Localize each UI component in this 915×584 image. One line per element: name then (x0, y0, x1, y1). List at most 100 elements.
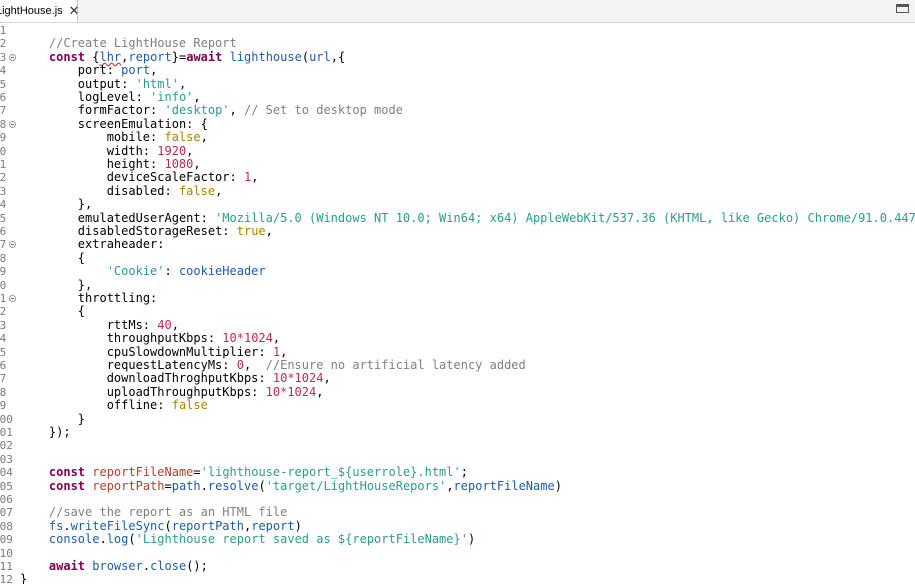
code-token: , (229, 103, 244, 118)
code-token: 'Lighthouse report saved as ${reportFile… (135, 532, 468, 547)
code-token: rttMs: (106, 317, 158, 332)
code-token: 40 (157, 317, 172, 332)
line-number: 72 (0, 37, 7, 51)
code-token: mobile: (106, 130, 165, 145)
code-token: const (48, 478, 93, 493)
code-token: report (128, 49, 172, 64)
fold-toggle-icon[interactable] (9, 295, 16, 302)
code-editor[interactable]: 7172//Create LightHouse Report73const {l… (0, 23, 915, 584)
code-token: , (186, 143, 194, 158)
code-text: requestLatencyMs: 0, //Ensure no artific… (106, 358, 526, 372)
line-number: 104 (0, 466, 13, 480)
minimize-icon[interactable] (896, 4, 909, 13)
code-token: 1080 (164, 157, 194, 171)
code-text: rttMs: 40, (106, 317, 179, 332)
line-number: 98 (0, 385, 7, 399)
code-token: } (20, 572, 28, 584)
code-token: 1 (243, 170, 252, 185)
code-token: 'target/LightHouseRepors' (265, 478, 447, 493)
code-token: 'desktop' (164, 103, 230, 118)
code-text: width: 1920, (106, 143, 194, 158)
line-number: 90 (0, 278, 7, 292)
code-text: mobile: false, (106, 130, 208, 145)
line-number: 103 (0, 452, 13, 466)
code-text: disabled: false, (106, 183, 223, 198)
code-text: uploadThroughputKbps: 10*1024, (107, 384, 324, 399)
code-token: , (265, 224, 273, 238)
code-token: , (251, 170, 259, 185)
code-token: }, (77, 197, 93, 212)
code-token: , (323, 371, 331, 386)
code-token: 10 (222, 331, 237, 346)
code-text: emulatedUserAgent: 'Mozilla/5.0 (Windows… (78, 210, 915, 225)
fold-toggle-icon[interactable] (9, 241, 16, 249)
code-text: offline: false (106, 398, 208, 413)
code-token: reportPath (171, 518, 244, 533)
line-number: 74 (0, 64, 7, 78)
code-text: //save the report as an HTML file (49, 506, 287, 519)
code-text: fs.writeFileSync(reportPath,report) (49, 518, 302, 533)
code-token: formFactor: (77, 103, 165, 118)
code-token: , (171, 317, 179, 332)
code-token: close (150, 559, 187, 573)
close-icon[interactable]: ✕ (68, 3, 80, 18)
code-token: width: (106, 143, 158, 158)
code-token: * (287, 371, 295, 386)
fold-toggle-icon[interactable] (9, 53, 16, 61)
code-token: { (77, 250, 86, 265)
line-number: 102 (0, 439, 13, 453)
code-token: url (309, 49, 331, 64)
code-token: disabledStorageReset: (77, 224, 237, 238)
code-text: await browser.close(); (49, 559, 208, 573)
code-token: throttling: (77, 291, 158, 305)
code-text: disabledStorageReset: true, (77, 224, 273, 238)
line-number: 101 (0, 426, 13, 439)
code-token: false (164, 130, 201, 145)
line-number: 106 (0, 493, 13, 506)
code-text: height: 1080, (107, 157, 201, 171)
code-token: reportFileName (92, 465, 194, 480)
code-token: }); (48, 425, 71, 439)
code-token: }, (77, 277, 93, 292)
line-number: 107 (0, 506, 13, 520)
code-text: extraheader: (78, 238, 165, 251)
code-token: , (193, 157, 201, 171)
code-token: . (99, 532, 107, 547)
line-number: 92 (0, 305, 7, 319)
code-token: console (48, 532, 100, 547)
line-number: 112 (0, 573, 13, 584)
code-token: 'Cookie' (106, 264, 165, 279)
code-token: = (193, 465, 201, 480)
code-token: 1024 (294, 371, 324, 386)
code-text: throughputKbps: 10*1024, (106, 331, 280, 346)
code-token: writeFileSync (70, 518, 165, 533)
code-token: disabled: (106, 183, 179, 198)
tab-title: LightHouse.js (0, 4, 63, 17)
code-token: ( (128, 532, 136, 547)
code-token: . (63, 518, 71, 533)
code-token: , (316, 384, 324, 399)
line-number: 105 (0, 479, 13, 493)
file-tab[interactable]: LightHouse.js ✕ (0, 0, 80, 22)
code-token: true (236, 224, 266, 238)
code-token: * (236, 331, 244, 346)
line-number: 73 (0, 50, 7, 64)
code-token: const (48, 465, 93, 480)
code-token: port (121, 63, 151, 78)
code-token: 'Mozilla/5.0 (Windows NT 10.0; Win64; x6… (215, 210, 915, 225)
line-number: 88 (0, 251, 7, 265)
code-text: const reportFileName='lighthouse-report_… (48, 465, 468, 480)
line-number: 110 (0, 546, 13, 560)
line-number: 87 (0, 238, 7, 252)
code-token: (); (186, 559, 208, 573)
code-token: offline: (106, 398, 172, 413)
code-text: throttling: (77, 291, 158, 305)
code-token: requestLatencyMs: (106, 358, 237, 372)
line-number: 111 (0, 560, 13, 573)
code-token: }= (171, 49, 187, 64)
fold-toggle-icon[interactable] (9, 120, 16, 128)
code-token: { (92, 49, 100, 64)
code-token: throughputKbps: (106, 331, 223, 346)
code-text: const reportPath=path.resolve('target/Li… (48, 478, 562, 493)
code-token: lhr (99, 49, 122, 64)
